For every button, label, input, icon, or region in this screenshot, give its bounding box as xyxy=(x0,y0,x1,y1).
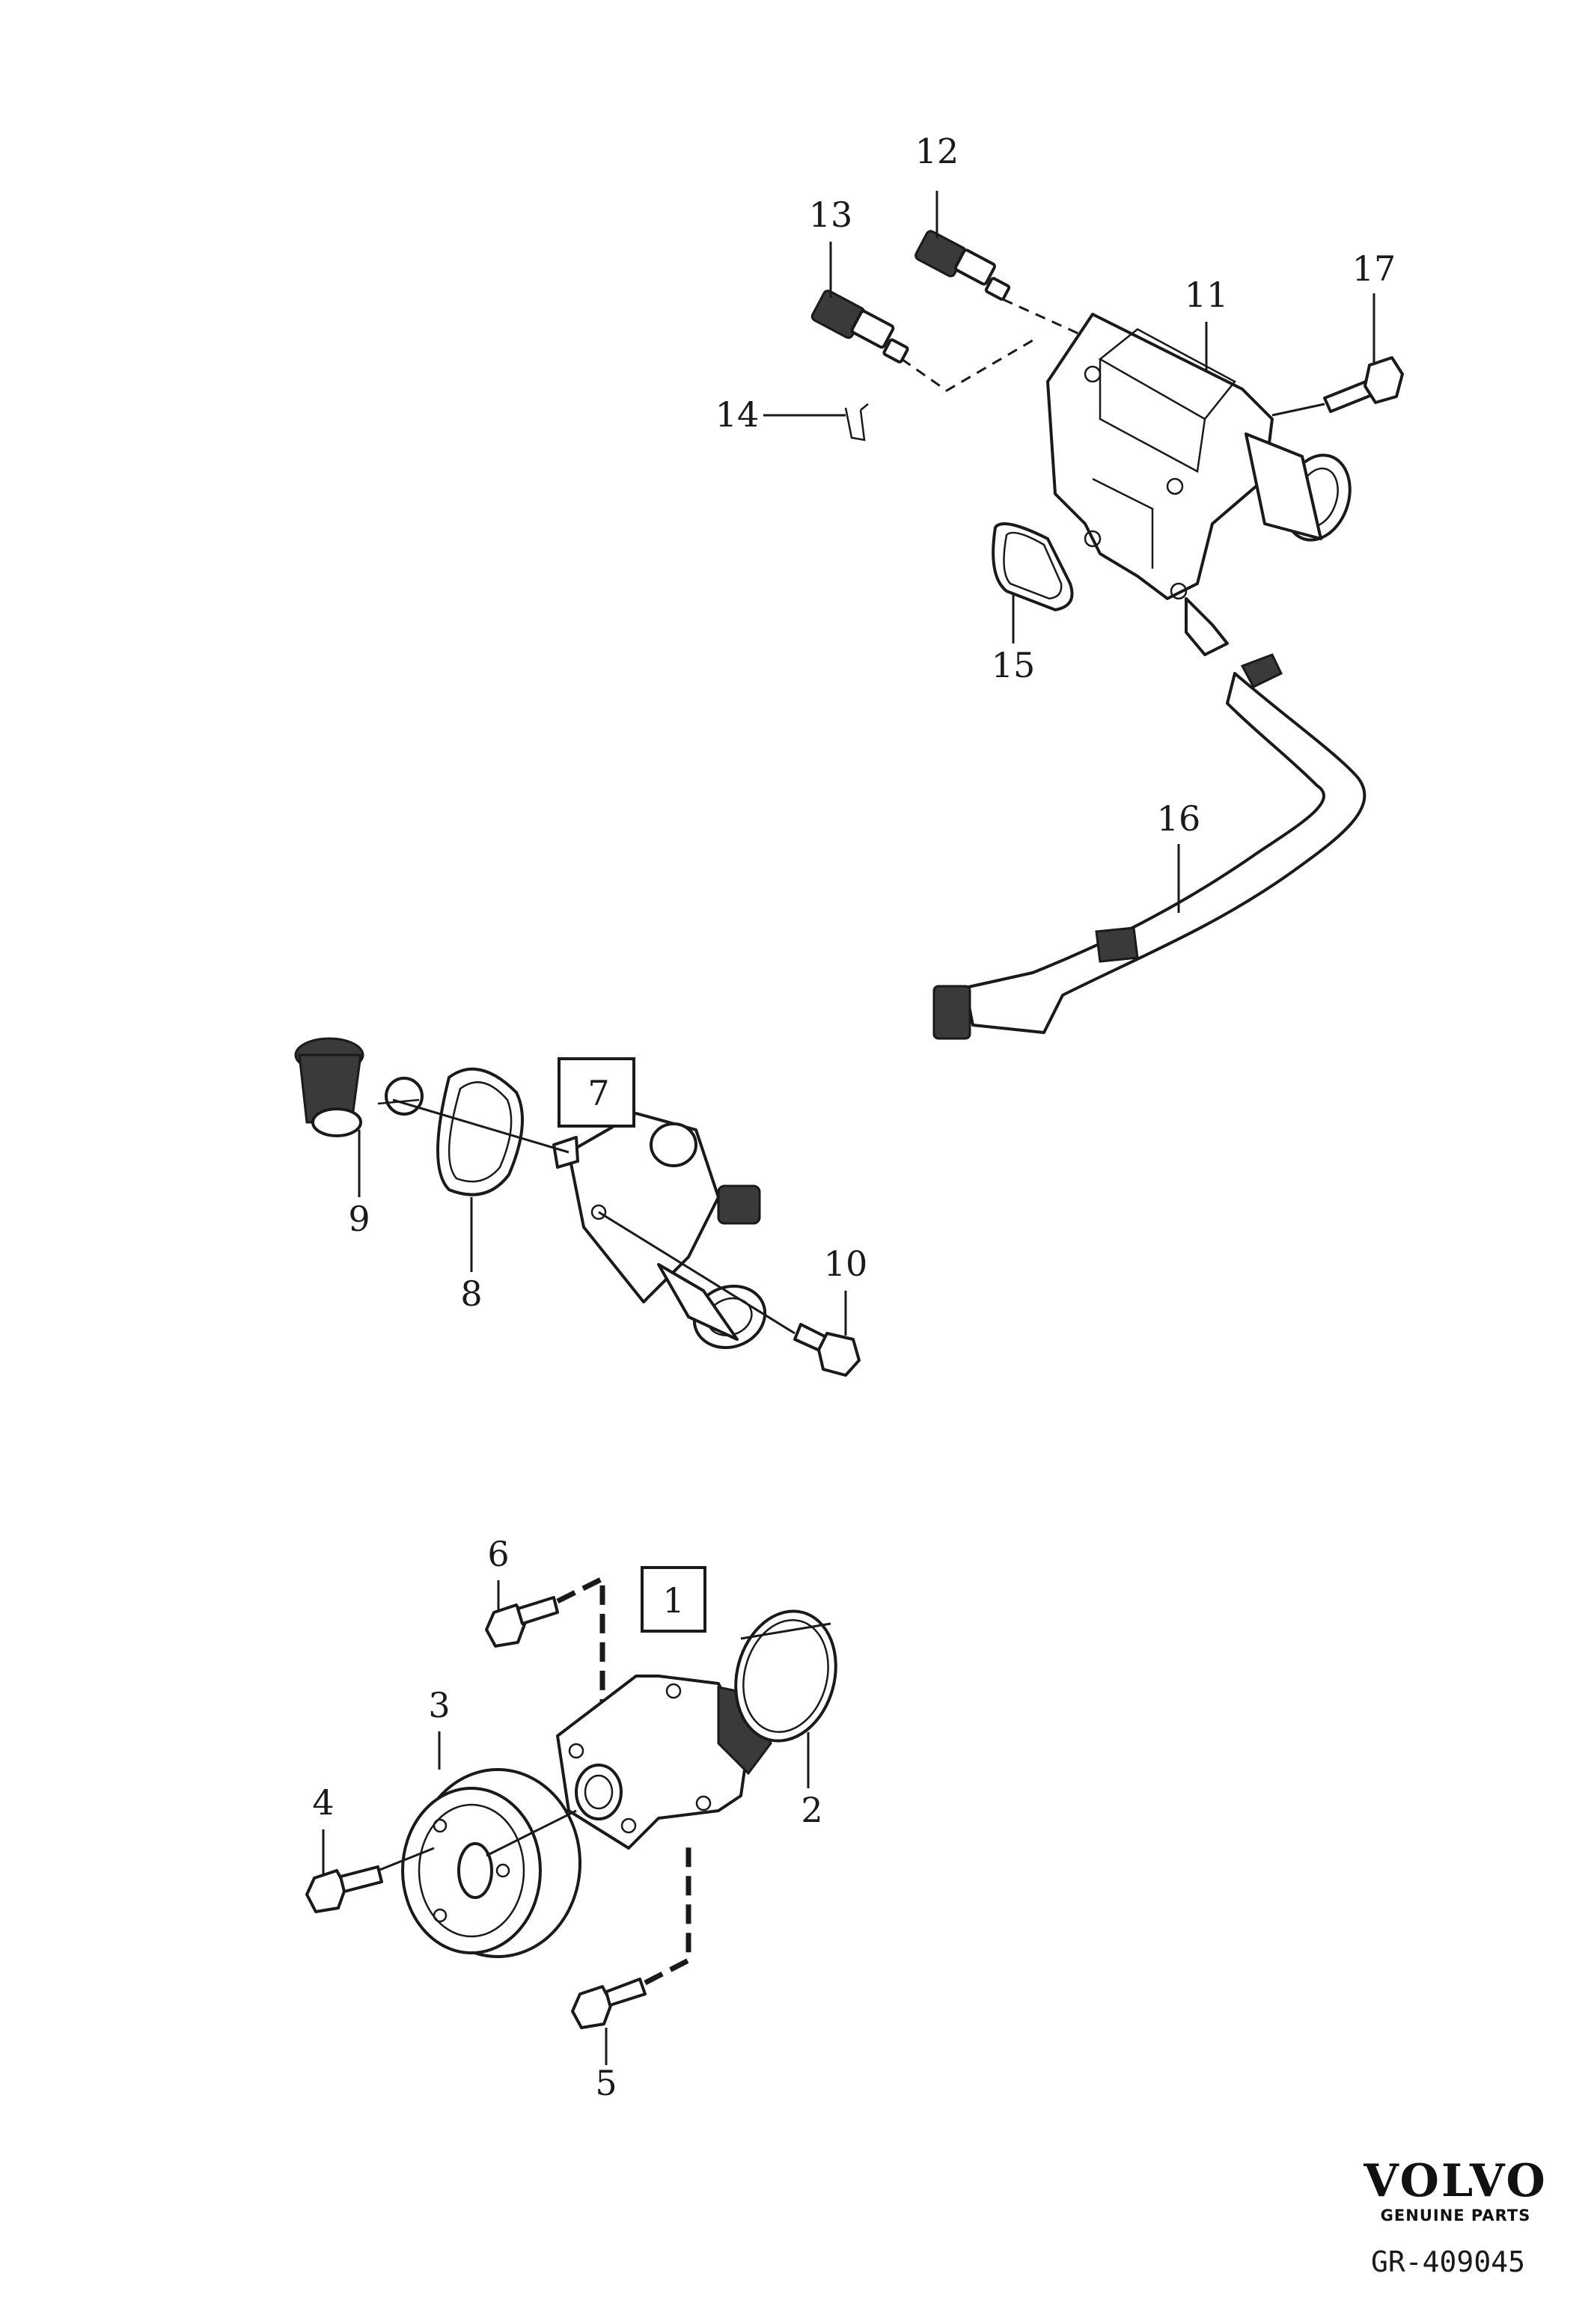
coolant-hose-16 xyxy=(932,653,1366,1040)
callout-4: 4 xyxy=(312,1782,334,1823)
bolt-5 xyxy=(571,1978,647,2029)
bolt-6-assembly-line xyxy=(556,1574,605,1710)
o-ring-assembly-line xyxy=(740,1622,831,1640)
gasket-8 xyxy=(436,1067,524,1196)
pulley-assembly-line xyxy=(486,1809,577,1857)
callout-7: 7 xyxy=(587,1073,609,1113)
callout-8: 8 xyxy=(460,1273,482,1314)
temperature-sensor-13 xyxy=(810,290,909,364)
callout-6: 6 xyxy=(487,1534,509,1574)
callout-14: 14 xyxy=(715,394,760,435)
temperature-sensor-12 xyxy=(914,230,1011,301)
callout-box-1 xyxy=(641,1566,706,1633)
callout-11: 11 xyxy=(1185,275,1229,315)
sensor-13-assembly-line xyxy=(901,337,1037,392)
callout-box-7 xyxy=(558,1057,635,1128)
bolt-10-assembly-line xyxy=(598,1211,796,1335)
o-ring-2 xyxy=(734,1609,837,1743)
callout-15: 15 xyxy=(992,645,1036,685)
callout-12: 12 xyxy=(915,131,959,171)
coolant-outlet-housing-11 xyxy=(1046,313,1352,656)
bolt-17 xyxy=(1323,356,1404,413)
genuine-parts-label: GENUINE PARTS xyxy=(1381,2207,1531,2224)
callout-3: 3 xyxy=(428,1685,450,1725)
thermostat-housing-7 xyxy=(552,1112,767,1350)
sensor-12-assembly-line xyxy=(1002,298,1090,340)
callout-10: 10 xyxy=(824,1244,868,1284)
bolt-17-assembly-line xyxy=(1271,403,1325,417)
callout-9: 9 xyxy=(348,1199,370,1239)
bolt-4-assembly-line xyxy=(377,1847,435,1872)
thermostat-9 xyxy=(294,1037,424,1137)
callout-1: 1 xyxy=(662,1580,684,1621)
callout-17: 17 xyxy=(1352,248,1396,289)
callout-2: 2 xyxy=(801,1790,822,1830)
bolt-6 xyxy=(485,1596,559,1648)
bolt-5-assembly-line xyxy=(644,1841,691,1986)
callout-13: 13 xyxy=(809,195,853,235)
volvo-logo: VOLVO xyxy=(1363,2155,1548,2207)
retaining-clip-14 xyxy=(844,403,869,441)
diagram-reference-number: GR-409045 xyxy=(1371,2245,1525,2278)
water-pump-1 xyxy=(556,1675,772,1850)
bolt-4 xyxy=(305,1865,383,1913)
gasket-15 xyxy=(992,522,1074,611)
thermostat-assembly-line xyxy=(392,1098,569,1154)
callout-5: 5 xyxy=(595,2063,617,2103)
callout-16: 16 xyxy=(1157,798,1201,839)
bolt-10 xyxy=(793,1323,861,1377)
pulley-3 xyxy=(401,1768,581,1958)
